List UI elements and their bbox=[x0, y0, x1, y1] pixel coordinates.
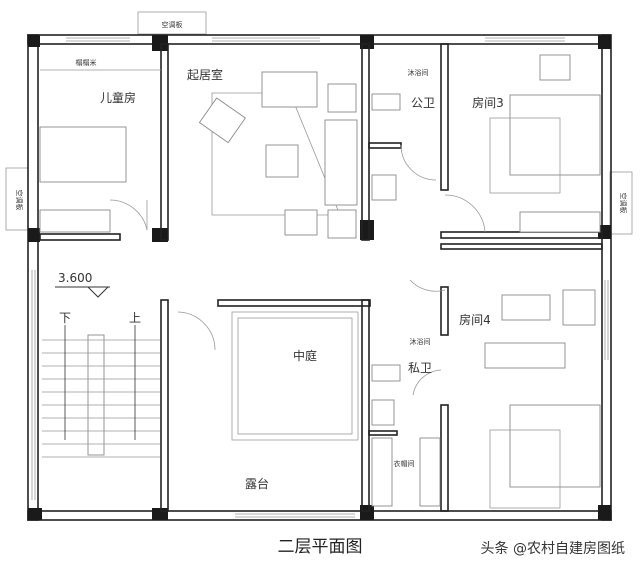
room3-label: 房间3 bbox=[472, 95, 504, 110]
walls bbox=[27, 34, 612, 521]
rug-room4 bbox=[489, 429, 561, 509]
ac-board-right-label: 空调板 bbox=[619, 193, 628, 214]
courtyard-area bbox=[231, 311, 359, 441]
bed-room3 bbox=[509, 94, 601, 176]
tv-cabinet bbox=[501, 294, 551, 321]
level-elevation: 3.600 bbox=[58, 271, 92, 285]
bed-room4 bbox=[509, 404, 601, 488]
armchair-bottom bbox=[284, 209, 318, 236]
courtyard-label: 中庭 bbox=[293, 348, 317, 363]
sofa-room4 bbox=[484, 342, 566, 369]
ac-board-right bbox=[609, 171, 633, 235]
armchair bbox=[198, 97, 246, 144]
public-bath-label: 公卫 bbox=[411, 96, 435, 110]
sink bbox=[371, 174, 397, 201]
coffee-table bbox=[265, 144, 299, 178]
sofa-top bbox=[261, 71, 318, 108]
closet-rack bbox=[419, 437, 441, 507]
watermark: 头条 @农村自建房图纸 bbox=[481, 540, 625, 557]
side-table bbox=[327, 83, 357, 113]
side-table bbox=[327, 209, 357, 239]
ac-board-left-label: 空调板 bbox=[15, 190, 24, 211]
tatami-label: 榻榻米 bbox=[76, 58, 97, 67]
children-room-label: 儿童房 bbox=[100, 90, 136, 105]
ac-board-top-label: 空调板 bbox=[162, 20, 183, 29]
shower-label: 沐浴间 bbox=[408, 68, 429, 77]
rug-room3 bbox=[489, 117, 561, 194]
sofa-right bbox=[324, 119, 358, 206]
courtyard-inner bbox=[237, 317, 353, 435]
walk-in-closet-label: 衣帽间 bbox=[394, 459, 415, 468]
closet-rack bbox=[371, 437, 393, 507]
windows bbox=[31, 37, 609, 518]
level-triangle-icon bbox=[86, 286, 110, 298]
stairs-down-label: 下 bbox=[59, 311, 71, 325]
toilet bbox=[371, 364, 401, 382]
armchair-room3 bbox=[539, 54, 571, 81]
plan-title: 二层平面图 bbox=[278, 537, 363, 557]
staircase[interactable] bbox=[42, 325, 160, 458]
shower-label-2: 沐浴间 bbox=[410, 337, 431, 346]
wardrobe bbox=[39, 209, 111, 233]
room4-label: 房间4 bbox=[459, 312, 491, 327]
private-bath-label: 私卫 bbox=[408, 361, 432, 375]
stairs-up-label: 上 bbox=[129, 311, 141, 325]
wardrobe-room3 bbox=[519, 211, 601, 233]
doors bbox=[109, 144, 486, 396]
toilet bbox=[371, 93, 401, 111]
living-room-label: 起居室 bbox=[187, 67, 223, 82]
ac-board-top bbox=[137, 11, 207, 35]
sink bbox=[371, 399, 395, 426]
armchair-room4 bbox=[562, 289, 596, 326]
terrace-label: 露台 bbox=[245, 476, 269, 491]
bed bbox=[39, 126, 127, 183]
